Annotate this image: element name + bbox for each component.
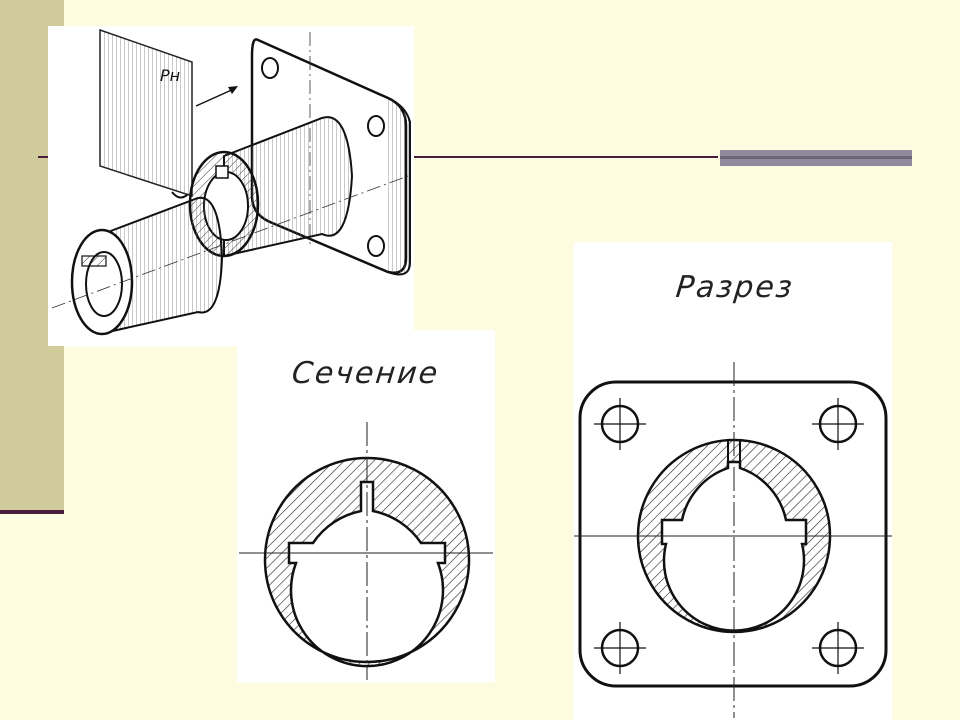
cut-ring [636, 438, 832, 634]
bolt-hole-top-left [594, 398, 646, 450]
bolt-hole-top-right [812, 398, 864, 450]
bolt-hole-bottom-left [594, 622, 646, 674]
front-cylinder [70, 191, 224, 336]
isometric-drawing [51, 28, 411, 336]
isometric-drawing-panel: Pн [48, 26, 414, 346]
left-horizontal-rule [0, 510, 64, 514]
rear-cylinder [188, 116, 354, 258]
cut-drawing-panel: Разрез [574, 242, 892, 720]
section-drawing [239, 422, 493, 680]
bolt-hole-bottom-right [812, 622, 864, 674]
bolt-hole [367, 115, 385, 137]
cut-drawing [574, 362, 892, 718]
plane-label: Pн [160, 66, 181, 85]
section-ring [263, 456, 471, 668]
section-drawing-panel: Сечение [237, 330, 495, 682]
direction-arrow [195, 86, 238, 107]
bolt-hole [367, 235, 385, 257]
bolt-hole [261, 57, 279, 79]
cutting-plane [99, 28, 193, 198]
accent-bar [720, 150, 912, 166]
flange-outline [578, 380, 888, 688]
